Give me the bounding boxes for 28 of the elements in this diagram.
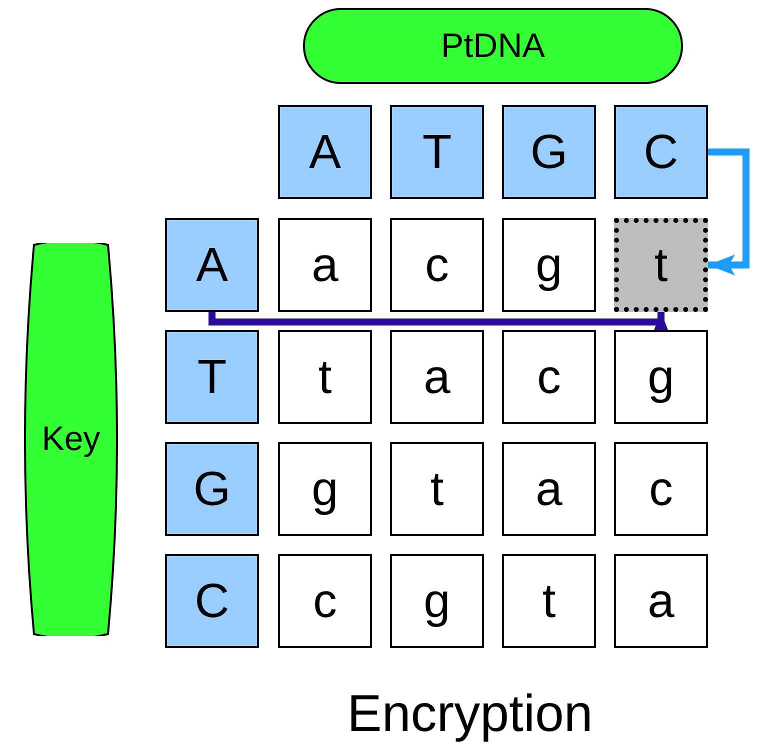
table-cell: g: [278, 442, 372, 536]
key-shape: Key: [22, 243, 120, 636]
table-cell: c: [614, 442, 708, 536]
header-cell: G: [165, 442, 259, 536]
table-cell: a: [278, 218, 372, 312]
table-cell: c: [390, 218, 484, 312]
selected-cell: t: [614, 218, 708, 312]
table-cell: t: [278, 330, 372, 424]
header-cell: T: [390, 105, 484, 199]
header-cell: A: [165, 218, 259, 312]
table-cell: g: [390, 554, 484, 648]
header-cell: A: [278, 105, 372, 199]
table-cell: g: [614, 330, 708, 424]
caption: Encryption: [346, 684, 594, 745]
terminator-shape: PtDNA: [303, 8, 683, 84]
table-cell: a: [390, 330, 484, 424]
header-cell: C: [165, 554, 259, 648]
table-cell: a: [614, 554, 708, 648]
header-cell: C: [614, 105, 708, 199]
arrow: [708, 148, 750, 276]
table-cell: a: [502, 442, 596, 536]
header-cell: G: [502, 105, 596, 199]
table-cell: t: [390, 442, 484, 536]
table-cell: c: [502, 330, 596, 424]
table-cell: t: [502, 554, 596, 648]
header-cell: T: [165, 330, 259, 424]
table-cell: g: [502, 218, 596, 312]
table-cell: c: [278, 554, 372, 648]
